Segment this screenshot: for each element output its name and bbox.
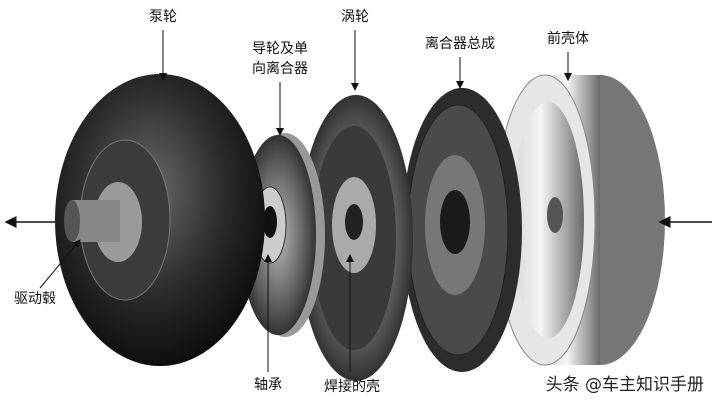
clutch-assembly [402,88,522,372]
label-turbine: 涡轮 [341,9,369,25]
label-bearing: 轴承 [254,377,282,393]
label-welded-shell: 焊接的壳 [324,379,380,395]
label-stator-line1: 导轮及单 [252,41,308,57]
label-clutch: 离合器总成 [425,36,495,52]
label-front-cover: 前壳体 [547,31,589,47]
watermark: 头条 @车主知识手册 [545,375,704,395]
front-cover [494,74,665,366]
label-pump: 泵轮 [149,9,177,25]
pointer-drive-hub [39,239,81,289]
label-drive-hub: 驱动毂 [14,291,56,307]
pump [55,74,265,366]
turbine [299,95,413,381]
label-stator-line2: 向离合器 [252,61,308,77]
